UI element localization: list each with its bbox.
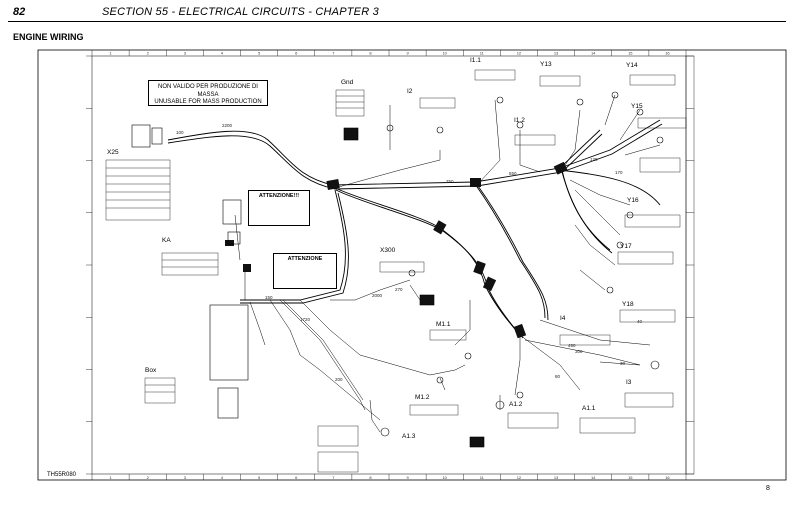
- connector-label-y16: Y16: [627, 197, 639, 204]
- svg-text:5: 5: [258, 51, 261, 56]
- connector-label-y15: Y15: [631, 103, 643, 110]
- svg-text:10: 10: [442, 51, 447, 56]
- connector-label-x300: X300: [380, 247, 396, 254]
- length-label: 200: [335, 377, 343, 382]
- connector-label-a1-2: A1.2: [509, 401, 523, 408]
- length-label: 40: [637, 319, 643, 324]
- svg-text:7: 7: [332, 475, 335, 480]
- length-label: 300: [575, 349, 583, 354]
- connector-label-i1-1: I1.1: [470, 57, 481, 64]
- svg-text:11: 11: [480, 51, 485, 56]
- svg-text:3: 3: [184, 475, 187, 480]
- svg-text:11: 11: [480, 475, 485, 480]
- connector-label-box: Box: [145, 367, 157, 374]
- length-label: 120: [590, 157, 598, 162]
- length-label: 30: [620, 361, 626, 366]
- connector-label-m1-2: M1.2: [415, 394, 430, 401]
- connector-label-i2: I2: [407, 88, 413, 95]
- connector-label-i1-2: I1.2: [514, 117, 525, 124]
- pin-tables: [105, 69, 687, 473]
- svg-text:14: 14: [591, 475, 596, 480]
- svg-text:9: 9: [406, 475, 409, 480]
- svg-text:4: 4: [221, 475, 224, 480]
- svg-text:12: 12: [517, 475, 522, 480]
- length-label: 170: [615, 170, 623, 175]
- length-label: 2000: [372, 293, 383, 298]
- svg-text:6: 6: [295, 51, 298, 56]
- length-label: 1720: [300, 317, 311, 322]
- connector-label-i3: I3: [626, 379, 632, 386]
- sheet-code: TH55R080: [47, 472, 77, 478]
- svg-text:16: 16: [665, 51, 670, 56]
- connector-label-a1-3: A1.3: [402, 433, 416, 440]
- page-suffix: 8: [766, 485, 770, 492]
- svg-text:3: 3: [184, 51, 187, 56]
- svg-text:8: 8: [369, 475, 372, 480]
- connector-label-x25: X25: [107, 149, 119, 156]
- svg-text:1: 1: [109, 475, 112, 480]
- svg-text:10: 10: [442, 475, 447, 480]
- length-label: 270: [395, 287, 403, 292]
- svg-text:8: 8: [369, 51, 372, 56]
- attention-note-2: ATTENZIONE: [273, 253, 337, 289]
- connector-label-a1-1: A1.1: [582, 405, 596, 412]
- length-label: 100: [176, 130, 184, 135]
- length-label: 450: [568, 343, 576, 348]
- connector-label-y17: Y17: [620, 243, 632, 250]
- svg-text:4: 4: [221, 51, 224, 56]
- page-header: 82 SECTION 55 - ELECTRICAL CIRCUITS - CH…: [0, 6, 794, 22]
- connector-label-ka: KA: [162, 237, 171, 244]
- svg-text:12: 12: [517, 51, 522, 56]
- mass-production-note: NON VALIDO PER PRODUZIONE DI MASSA UNUSA…: [148, 80, 268, 106]
- svg-text:2: 2: [147, 51, 150, 56]
- drawing-frame: [37, 49, 787, 481]
- length-label: 80: [555, 374, 561, 379]
- connector-label-m1-1: M1.1: [436, 321, 451, 328]
- harness-trunks: [167, 119, 663, 339]
- frame-ruler-numbers: 1122334455667788991010111112121313141415…: [109, 51, 670, 481]
- svg-text:13: 13: [554, 51, 559, 56]
- svg-text:15: 15: [628, 475, 633, 480]
- attention-note-1: ATTENZIONE!!!: [248, 190, 310, 226]
- harness-branches: [234, 94, 661, 433]
- attention-title-2: ATTENZIONE: [287, 256, 323, 262]
- frame-ruler-ticks: [86, 50, 694, 480]
- svg-text:9: 9: [406, 51, 409, 56]
- page-subtitle: ENGINE WIRING: [13, 32, 84, 42]
- svg-text:6: 6: [295, 475, 298, 480]
- header-rule: [8, 21, 786, 22]
- svg-text:1: 1: [109, 51, 112, 56]
- connector-label-y18: Y18: [622, 301, 634, 308]
- svg-text:14: 14: [591, 51, 596, 56]
- connector-label-y13: Y13: [540, 61, 552, 68]
- length-label: 150: [265, 295, 273, 300]
- mass-note-line1: NON VALIDO PER PRODUZIONE DI MASSA: [158, 84, 258, 98]
- svg-text:2: 2: [147, 475, 150, 480]
- mass-note-line2: UNUSABLE FOR MASS PRODUCTION: [154, 99, 262, 105]
- connector-label-i4: I4: [560, 315, 566, 322]
- section-title: SECTION 55 - ELECTRICAL CIRCUITS - CHAPT…: [102, 6, 379, 18]
- length-label: 550: [509, 171, 517, 176]
- length-label: 250: [446, 179, 454, 184]
- attention-title-1: ATTENZIONE!!!: [258, 193, 300, 199]
- splice-blocks: [225, 161, 568, 339]
- length-label: 2200: [222, 123, 233, 128]
- harness-connectors: [131, 91, 664, 448]
- svg-text:7: 7: [332, 51, 335, 56]
- connector-label-y14: Y14: [626, 62, 638, 69]
- svg-text:5: 5: [258, 475, 261, 480]
- page-number: 82: [13, 6, 26, 18]
- svg-text:15: 15: [628, 51, 633, 56]
- svg-text:13: 13: [554, 475, 559, 480]
- connector-label-gnd: Gnd: [341, 79, 354, 86]
- svg-text:16: 16: [665, 475, 670, 480]
